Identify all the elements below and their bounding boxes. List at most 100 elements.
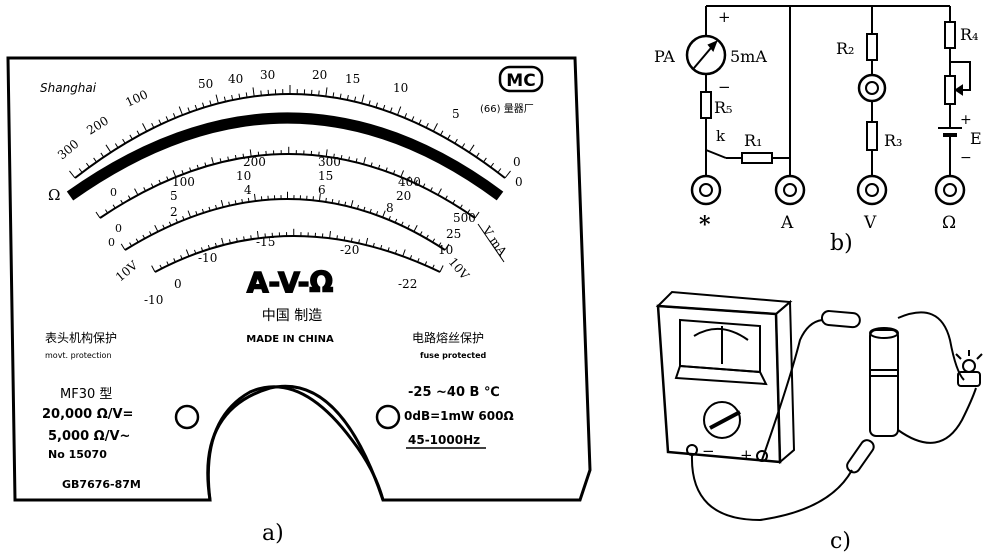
ohm-tick — [376, 103, 377, 108]
ohm-tick — [115, 144, 118, 148]
ohm-tick — [86, 163, 89, 167]
mirror-band — [70, 118, 500, 196]
dc-lower-tick — [389, 216, 391, 220]
lamp-bulb — [963, 360, 975, 372]
dc-b-0: 0 — [115, 222, 122, 235]
dc-tick — [212, 157, 214, 164]
probe-minus — [845, 438, 876, 475]
caption-c: c) — [830, 529, 851, 554]
standard: GB7676-87M — [62, 478, 141, 491]
terminal-label-star: * — [699, 212, 711, 238]
plus-label: + — [718, 8, 731, 26]
r1-resistor — [742, 153, 772, 163]
jack-plus-label: + — [740, 446, 753, 464]
dc-a-300: 300 — [318, 155, 341, 169]
db-minus10: -10 — [198, 251, 217, 265]
dc-lower-tick — [383, 211, 386, 218]
ohm-tick — [433, 123, 437, 131]
caption-a: a) — [262, 521, 284, 546]
db-tick — [222, 238, 224, 245]
db-tick — [152, 266, 155, 272]
dc-a-0: 0 — [110, 186, 117, 199]
knob-pointer — [710, 412, 740, 428]
terminal-label-ohm: Ω — [942, 213, 956, 233]
dc-a-500: 500 — [453, 211, 476, 225]
meter-window — [680, 320, 760, 372]
potentiometer — [945, 76, 955, 104]
ohm-tick — [319, 91, 320, 96]
dc-lower-tick — [248, 198, 249, 202]
e-label: E — [970, 129, 982, 148]
caption-b: b) — [830, 231, 853, 256]
ohm-tick — [159, 120, 161, 125]
terminal-label-a: A — [780, 213, 794, 233]
ohm-tick — [216, 95, 218, 104]
right-note: 电路熔丝保护 — [412, 330, 484, 345]
dc-b-20: 20 — [396, 189, 411, 203]
dc-b-10: 10 — [236, 169, 251, 183]
terminal-v-outer — [858, 176, 886, 204]
ohm-tick-100: 100 — [123, 87, 150, 109]
ohm-tick — [426, 123, 428, 127]
ohm-tick — [137, 131, 139, 135]
db-ref: 0dB=1mW 600Ω — [404, 409, 514, 423]
ohm-tick — [455, 139, 458, 143]
ohm-tick — [106, 145, 111, 153]
lamp-ray-2 — [956, 354, 961, 359]
switch-k — [706, 150, 726, 158]
r3-label: R₃ — [884, 131, 902, 150]
v-indicator-inner — [866, 82, 878, 94]
ohm-scale-arc — [75, 94, 505, 178]
lamp-base — [958, 372, 980, 386]
lamp-rays — [956, 350, 982, 359]
panel-a-dial: Shanghai MC (66) 量器厂 Ω 300 200 100 50 40… — [8, 58, 590, 546]
left-note: 表头机构保护 — [45, 330, 117, 345]
db-minus20: -20 — [340, 243, 359, 257]
ohm-tick — [484, 158, 487, 162]
v-indicator-outer — [859, 75, 885, 101]
dc-a-100: 100 — [172, 175, 195, 189]
ohm-tick — [123, 139, 126, 143]
mc-logo: MC (66) 量器厂 — [480, 67, 542, 115]
r5-resistor — [701, 92, 711, 118]
ohm-tick — [491, 163, 494, 167]
right-note-sub: fuse protected — [420, 351, 487, 360]
freq: 45-1000Hz — [408, 433, 480, 447]
dc-a-400: 400 — [398, 175, 421, 189]
spec-dc: 20,000 Ω/V= — [42, 407, 133, 422]
db-tick — [403, 249, 405, 256]
lamp-wire-2 — [898, 388, 976, 443]
ohm-tick-200: 200 — [84, 114, 111, 138]
db-minus22: -22 — [398, 277, 417, 291]
left-note-sub: movt. protection — [45, 351, 112, 360]
db-tick — [344, 236, 345, 240]
vma-label: V mA — [479, 223, 510, 259]
terminal-ohm-outer — [936, 176, 964, 204]
db-tick — [251, 235, 252, 239]
dc-lower-tick — [242, 199, 243, 203]
ohm-tick — [362, 95, 364, 104]
panel-c-labels: − + c) — [702, 442, 851, 554]
ohm-tick — [326, 87, 327, 96]
ohm-tick — [94, 158, 97, 162]
dc-lower-tick — [332, 199, 333, 203]
terminal-star-outer — [692, 176, 720, 204]
db-minus15: -15 — [256, 235, 275, 249]
dc-tick — [105, 210, 107, 213]
dc-lower-tick — [414, 225, 417, 231]
ohm-label: Ω — [48, 186, 60, 204]
dc-b-15: 15 — [318, 169, 333, 183]
r1-label: R₁ — [744, 131, 762, 150]
terminal-ohm-inner — [944, 184, 956, 196]
dc-lower-tick — [254, 194, 255, 201]
dc-lower-tick — [155, 225, 158, 231]
dc-lower-tick — [221, 200, 223, 207]
ohm-tick — [130, 135, 132, 139]
dc-lower-tick — [326, 198, 327, 202]
dc-a-200: 200 — [243, 155, 266, 169]
model: MF30 型 — [60, 387, 112, 402]
ohm-tick — [101, 153, 104, 157]
pa-label: PA — [654, 47, 675, 66]
